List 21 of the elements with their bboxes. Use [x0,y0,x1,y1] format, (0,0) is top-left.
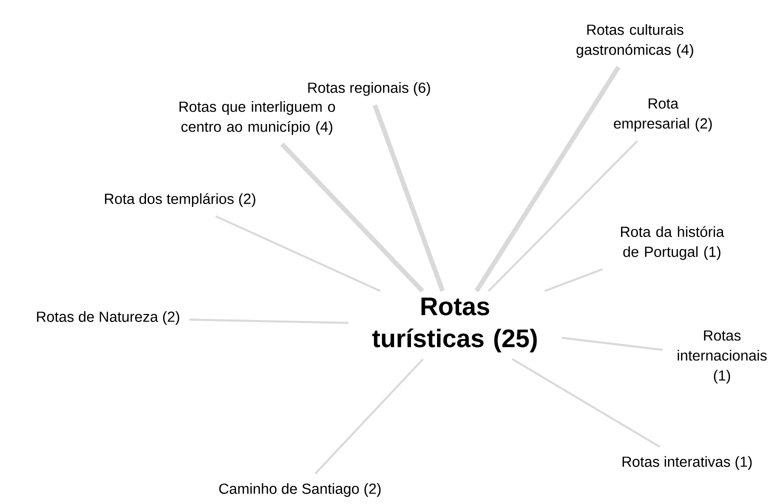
topic-label: Rotas culturais gastronómicas (4) [576,24,694,58]
connector-line [488,140,638,292]
connector-line [562,336,663,351]
connector-line [474,66,620,292]
connector-line [372,104,445,292]
topic-label: Rotas internacionais (1) [678,330,767,384]
connector-line [512,358,660,448]
topic-label: Rota empresarial (2) [614,98,712,132]
central-topic: Rotas turísticas (25) [372,298,537,352]
topic-label: Rota dos templários (2) [105,193,256,207]
topic-label: Caminho de Santiago (2) [219,483,381,497]
connector-line [314,358,424,475]
connector-line [544,268,604,292]
topic-label: Rotas de Natureza (2) [37,311,180,325]
topic-label: Rota da história de Portugal (1) [621,226,724,260]
topic-label: Rotas interativas (1) [622,456,752,470]
connector-line [280,142,424,293]
connector-line [215,215,381,292]
topic-label: Rotas regionais (6) [308,82,430,96]
topic-label: Rotas que interliguem o centro ao município (4) [180,101,335,135]
connector-line [189,318,348,324]
